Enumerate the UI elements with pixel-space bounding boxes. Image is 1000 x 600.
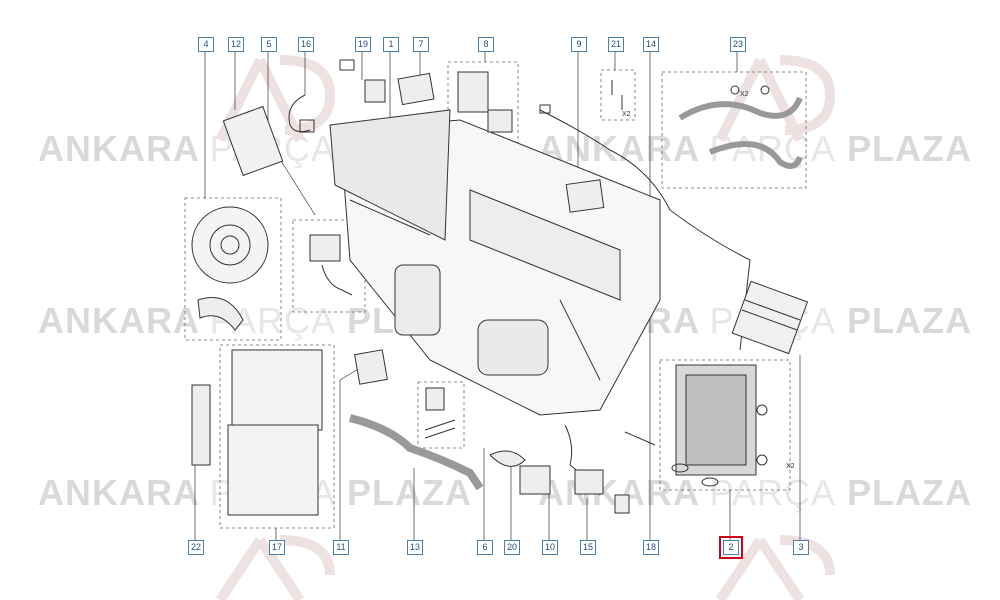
module-11 bbox=[354, 349, 388, 385]
dashed-boxes bbox=[184, 61, 807, 529]
callout-12[interactable]: 12 bbox=[228, 37, 244, 52]
callout-6[interactable]: 6 bbox=[477, 540, 493, 555]
callout-label: 20 bbox=[506, 542, 517, 552]
callout-label: 2 bbox=[728, 542, 734, 552]
blower-motor bbox=[191, 206, 269, 331]
callout-label: 17 bbox=[271, 542, 282, 552]
watermark-brand-a: ANKARA bbox=[38, 128, 199, 169]
module-9 bbox=[565, 179, 605, 213]
callout-label: 7 bbox=[418, 39, 424, 49]
watermark-brand-a: ANKARA bbox=[38, 300, 199, 341]
watermark-logo-3 bbox=[215, 535, 335, 600]
pipes-box-23 bbox=[661, 71, 807, 189]
callout-10[interactable]: 10 bbox=[542, 540, 558, 555]
callout-2-highlighted[interactable]: 2 bbox=[719, 536, 743, 559]
watermark-brand-a: ANKARA bbox=[38, 472, 199, 513]
callout-label: 9 bbox=[576, 39, 582, 49]
seal-20 bbox=[489, 450, 526, 467]
callout-17[interactable]: 17 bbox=[269, 540, 285, 555]
expansion-valve-6 bbox=[424, 387, 456, 439]
flap-22 bbox=[191, 384, 211, 466]
callout-label: 11 bbox=[336, 542, 346, 552]
callout-label: 15 bbox=[582, 542, 593, 552]
callout-13[interactable]: 13 bbox=[407, 540, 423, 555]
callout-4[interactable]: 4 bbox=[198, 37, 214, 52]
callout-label: 10 bbox=[544, 542, 555, 552]
callout-label: 19 bbox=[357, 39, 368, 49]
pipes-23 bbox=[678, 85, 803, 169]
watermark-brand-b: PARÇA bbox=[709, 472, 837, 513]
callout-7[interactable]: 7 bbox=[413, 37, 429, 52]
callout-label: 16 bbox=[300, 39, 311, 49]
sensor-18 bbox=[624, 431, 656, 446]
callout-label: 23 bbox=[732, 39, 743, 49]
callout-23[interactable]: 23 bbox=[730, 37, 746, 52]
harness-15 bbox=[564, 424, 630, 514]
drain-hose-13 bbox=[349, 414, 484, 491]
harness-16 bbox=[288, 59, 355, 133]
blower-box bbox=[184, 197, 282, 341]
callout-1[interactable]: 1 bbox=[383, 37, 399, 52]
actuator-19 bbox=[364, 79, 386, 103]
callout-22[interactable]: 22 bbox=[188, 540, 204, 555]
callout-9[interactable]: 9 bbox=[571, 37, 587, 52]
callout-label: 8 bbox=[483, 39, 489, 49]
qty-mark-c: X2 bbox=[786, 463, 795, 470]
callout-18[interactable]: 18 bbox=[643, 540, 659, 555]
callout-16[interactable]: 16 bbox=[298, 37, 314, 52]
heater-core-2 bbox=[671, 364, 768, 487]
callout-15[interactable]: 15 bbox=[580, 540, 596, 555]
callout-11[interactable]: 11 bbox=[333, 540, 349, 555]
callout-21[interactable]: 21 bbox=[608, 37, 624, 52]
callout-19[interactable]: 19 bbox=[355, 37, 371, 52]
valve-box-6 bbox=[417, 381, 465, 449]
actuator-8 bbox=[457, 71, 513, 133]
filter-17 bbox=[227, 349, 323, 516]
callout-label: 18 bbox=[645, 542, 656, 552]
watermark-logo-2 bbox=[715, 55, 836, 143]
watermark-brand-c: PLAZA bbox=[847, 300, 973, 341]
callout-label: 14 bbox=[645, 39, 656, 49]
callout-label: 6 bbox=[482, 542, 488, 552]
callout-14[interactable]: 14 bbox=[643, 37, 659, 52]
quantity-marks: X2 X2 X2 bbox=[622, 91, 795, 470]
callout-label: 21 bbox=[610, 39, 621, 49]
qty-mark-b: X2 bbox=[622, 111, 631, 118]
callout-label: 1 bbox=[388, 39, 394, 49]
actuator-7 bbox=[397, 72, 435, 106]
callout-label: 12 bbox=[230, 39, 241, 49]
watermark-brand-c: PLAZA bbox=[847, 472, 973, 513]
harness-14 bbox=[539, 104, 751, 351]
callout-8[interactable]: 8 bbox=[478, 37, 494, 52]
callout-label: 13 bbox=[409, 542, 420, 552]
evaporator-3 bbox=[731, 280, 809, 355]
filter-box bbox=[219, 344, 335, 529]
callout-3[interactable]: 3 bbox=[793, 540, 809, 555]
callout-label: 3 bbox=[798, 542, 804, 552]
watermark-logo-4 bbox=[715, 535, 835, 600]
callout-label: 4 bbox=[203, 39, 209, 49]
heater-box-2 bbox=[659, 359, 791, 491]
screws-21 bbox=[611, 80, 623, 110]
watermark-brand-c: PLAZA bbox=[847, 128, 973, 169]
actuator-10 bbox=[519, 465, 551, 495]
resistor-module bbox=[222, 105, 353, 296]
callout-label: 22 bbox=[190, 542, 201, 552]
callout-label: 5 bbox=[266, 39, 272, 49]
callout-5[interactable]: 5 bbox=[261, 37, 277, 52]
callout-20[interactable]: 20 bbox=[504, 540, 520, 555]
parts-outlines bbox=[191, 59, 809, 516]
resistor-box bbox=[292, 219, 366, 313]
watermark-brand-c: PLAZA bbox=[347, 472, 473, 513]
qty-mark-a: X2 bbox=[740, 91, 749, 98]
